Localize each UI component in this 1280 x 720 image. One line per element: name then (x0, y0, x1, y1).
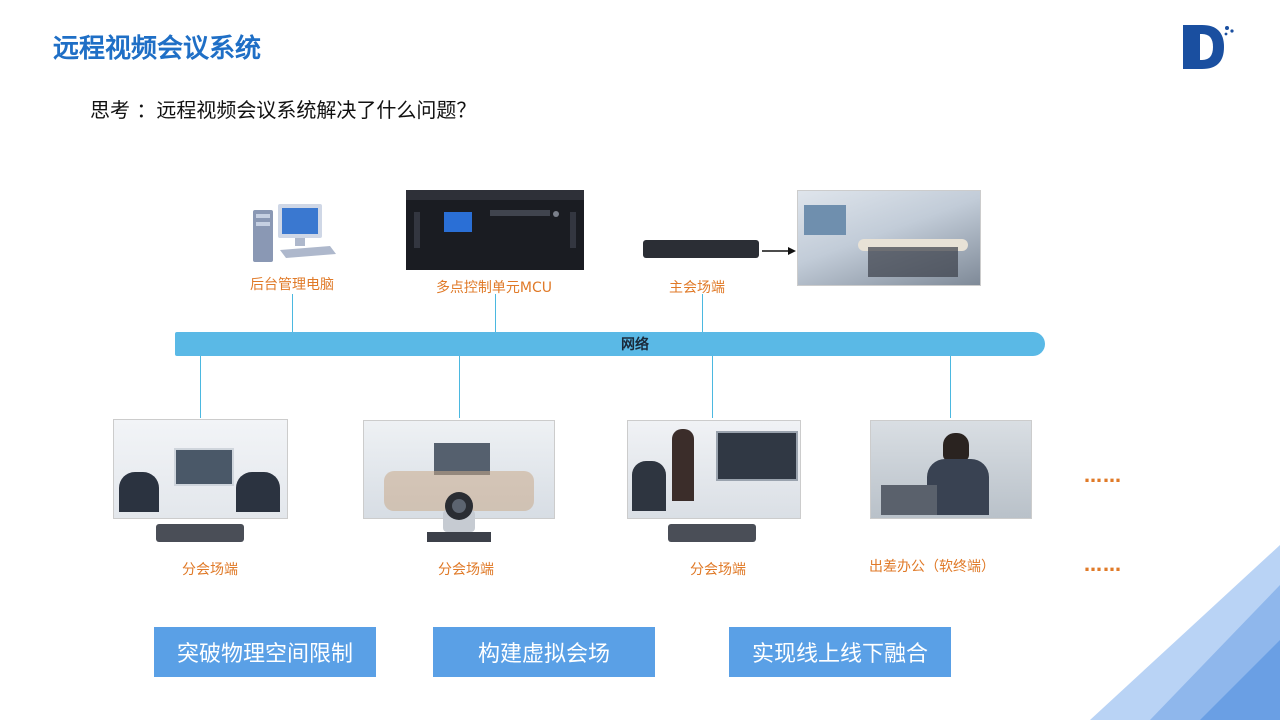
main-terminal-device (643, 240, 759, 258)
network-bar: 网络 (175, 332, 1045, 356)
benefit-box-online-offline: 实现线上线下融合 (729, 627, 951, 677)
mcu-device-icon (406, 190, 584, 270)
node-label-branch-1: 分会场端 (182, 562, 238, 578)
main-venue-photo (797, 190, 981, 286)
branch-terminal-device-1 (156, 524, 244, 542)
node-label-mcu: 多点控制单元MCU (435, 280, 553, 296)
connector-line (950, 356, 951, 418)
network-label: 网络 (621, 337, 649, 353)
node-label-branch-2: 分会场端 (438, 562, 494, 578)
branch-venue-photo-1 (113, 419, 288, 519)
logo-icon (1183, 25, 1234, 69)
connector-line (459, 356, 460, 418)
node-label-business-trip: 出差办公（软终端） (869, 559, 995, 575)
business-trip-photo (870, 420, 1032, 519)
page-title: 远程视频会议系统 (53, 34, 262, 64)
ptz-camera-icon (427, 492, 491, 542)
branch-venue-photo-3 (627, 420, 801, 519)
question-text: 思考 ：远程视频会议系统解决了什么问题？ (90, 98, 477, 122)
node-label-main-venue: 主会场端 (669, 280, 725, 296)
ellipsis-more-top: …… (1084, 466, 1122, 487)
benefit-box-break-space-limit: 突破物理空间限制 (154, 627, 376, 677)
computer-icon (253, 204, 336, 262)
connector-line (495, 294, 496, 332)
connector-line (292, 294, 293, 332)
connector-line (712, 356, 713, 418)
corner-decoration (1090, 545, 1280, 720)
ellipsis-more-bottom: …… (1084, 555, 1122, 576)
branch-terminal-device-3 (668, 524, 756, 542)
benefit-box-virtual-venue: 构建虚拟会场 (433, 627, 655, 677)
connector-line (200, 356, 201, 418)
node-label-branch-3: 分会场端 (690, 562, 746, 578)
arrow-right-icon (762, 247, 796, 255)
node-label-admin-pc: 后台管理电脑 (250, 277, 334, 293)
connector-line (702, 294, 703, 332)
